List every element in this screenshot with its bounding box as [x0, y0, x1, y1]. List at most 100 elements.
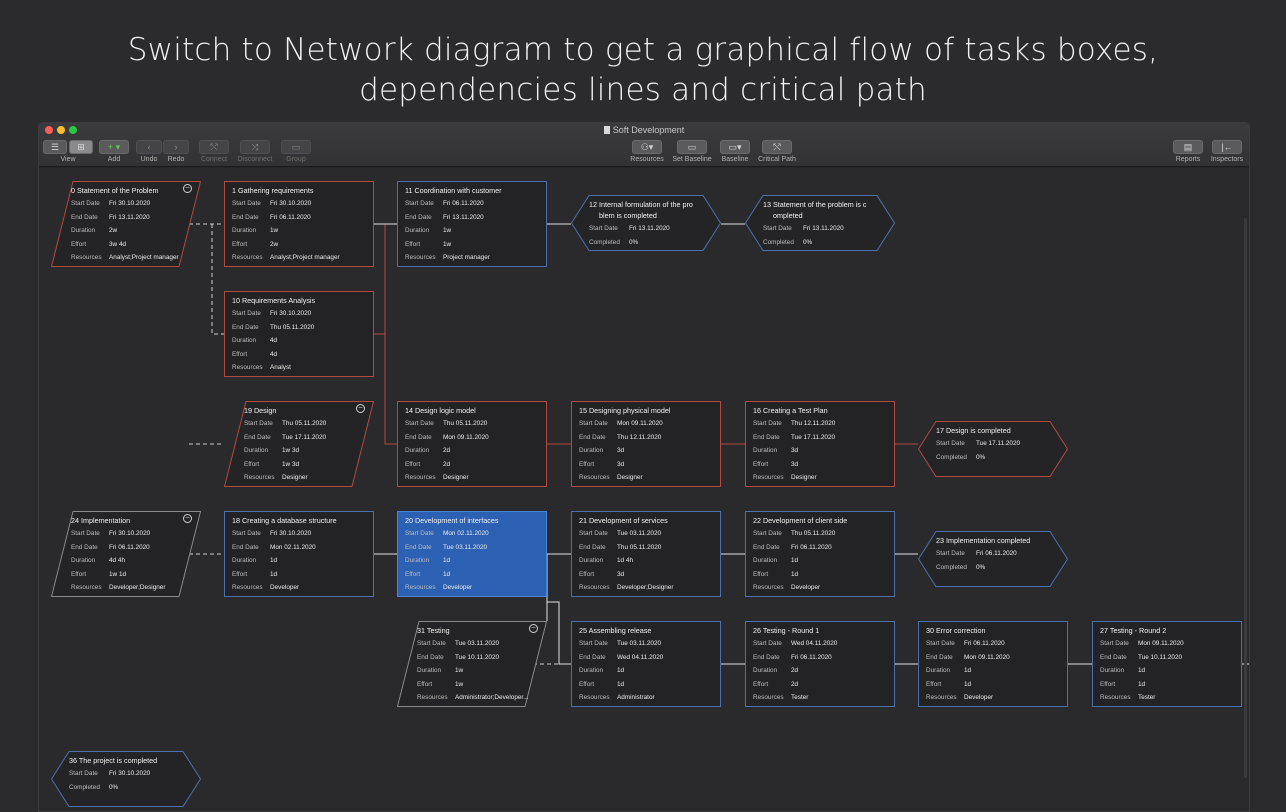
field-label: Completed — [69, 783, 100, 791]
field-value: Fri 13.11.2020 — [109, 213, 150, 221]
field-value: 1w — [455, 680, 464, 688]
field-value: Mon 09.11.2020 — [964, 653, 1010, 661]
field-value: Fri 30.10.2020 — [270, 530, 312, 537]
redo-button[interactable]: › — [163, 140, 189, 154]
undo-button[interactable]: ‹ — [136, 140, 162, 154]
field-value: 3d — [791, 460, 799, 468]
milestone-shape — [918, 531, 1068, 587]
field-label: Resources — [579, 474, 610, 482]
vertical-scrollbar[interactable] — [1244, 218, 1247, 778]
task-box — [397, 401, 547, 487]
disconnect-icon: ⤨ — [251, 142, 259, 152]
field-label: Duration — [579, 667, 604, 675]
connect-icon: ⤲ — [210, 142, 218, 152]
view-gantt-button[interactable]: ☰ — [43, 140, 67, 154]
add-button[interactable]: + ▾ — [99, 140, 129, 154]
zoom-window-button[interactable] — [69, 126, 77, 134]
undo-label: Undo — [140, 156, 158, 163]
collapse-icon[interactable]: − — [183, 514, 192, 523]
field-value: 2d — [443, 460, 451, 468]
task-title: 26 Testing - Round 1 — [753, 626, 820, 635]
field-label: End Date — [71, 213, 98, 221]
field-value: Tue 03.11.2020 — [617, 530, 662, 537]
field-label: Effort — [417, 680, 433, 688]
collapse-icon[interactable]: − — [529, 624, 538, 633]
field-value: Tue 17.11.2020 — [282, 433, 327, 441]
view-network-button[interactable]: ⊞ — [69, 140, 93, 154]
group-button[interactable]: ▭ — [281, 140, 311, 154]
field-label: Start Date — [71, 200, 100, 207]
reports-button[interactable]: ▤ — [1173, 140, 1203, 154]
critical-path-button[interactable]: ⤲ — [762, 140, 792, 154]
field-value: Analyst — [270, 364, 291, 372]
baseline-button[interactable]: ▭▾ — [720, 140, 750, 154]
set-baseline-button[interactable]: ▭ — [677, 140, 707, 154]
field-label: Resources — [1100, 694, 1131, 702]
chevron-left-icon: ‹ — [147, 142, 151, 152]
field-label: Duration — [579, 557, 604, 565]
field-label: End Date — [753, 433, 780, 441]
disconnect-button[interactable]: ⤨ — [240, 140, 270, 154]
milestone-title: 36 The project is completed — [69, 756, 158, 765]
task-title: 10 Requirements Analysis — [232, 296, 316, 305]
field-label: Effort — [244, 460, 260, 468]
baseline-label: Baseline — [721, 156, 749, 163]
field-value: Designer — [791, 474, 817, 482]
milestone-title: 17 Design is completed — [936, 426, 1011, 435]
task-box — [918, 621, 1068, 707]
minimize-window-button[interactable] — [57, 126, 65, 134]
task-field-end: End Date Fri 13.11.2020 — [71, 213, 195, 223]
collapse-icon[interactable]: − — [356, 404, 365, 413]
window-title-text: Soft Development — [612, 125, 685, 135]
promo-headline: Switch to Network diagram to get a graph… — [0, 30, 1286, 110]
field-label: End Date — [753, 543, 780, 551]
inspectors-button[interactable]: |← — [1212, 140, 1242, 154]
collapse-icon[interactable]: − — [183, 184, 192, 193]
inspectors-label: Inspectors — [1210, 156, 1244, 163]
field-label: Resources — [579, 694, 610, 702]
connect-button[interactable]: ⤲ — [199, 140, 229, 154]
field-value: 3d — [617, 460, 625, 468]
resources-button[interactable]: ⚇▾ — [632, 140, 662, 154]
close-window-button[interactable] — [45, 126, 53, 134]
field-label: Resources — [753, 694, 784, 702]
